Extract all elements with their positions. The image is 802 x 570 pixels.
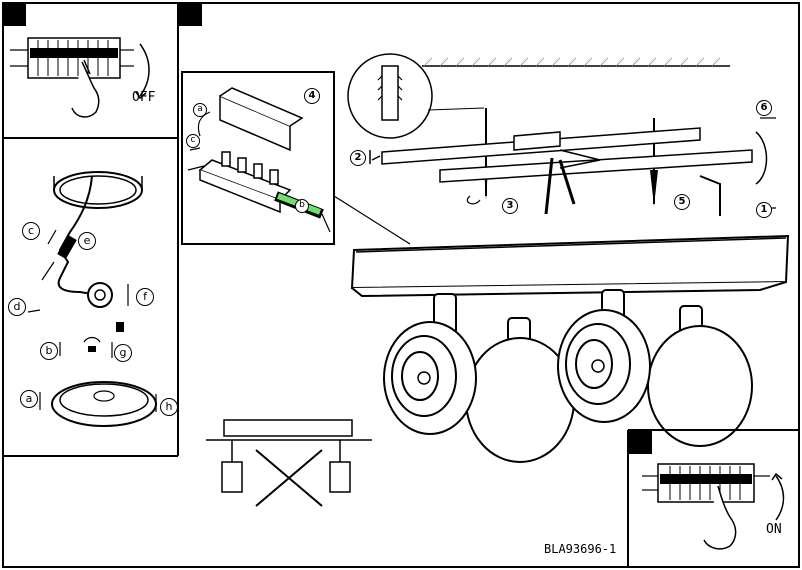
letter-f: f xyxy=(136,288,154,306)
mounting-warning-illustration xyxy=(206,419,372,507)
letter-g: g xyxy=(114,344,132,362)
off-label: OFF xyxy=(132,90,156,105)
letter-c: c xyxy=(22,222,40,240)
step-marker-3 xyxy=(628,430,652,454)
letter-b: b xyxy=(40,342,58,360)
letter-d: d xyxy=(8,298,26,316)
doc-code: BLA93696-1 xyxy=(544,542,617,556)
breaker-off-illustration xyxy=(2,2,179,139)
on-label: ON xyxy=(766,522,782,537)
terminal-letter-b: b xyxy=(295,199,309,213)
spotlight-fixture-illustration xyxy=(350,234,790,463)
step-number-1: 1 xyxy=(756,202,772,218)
step-number-5: 5 xyxy=(674,194,690,210)
step-number-6: 6 xyxy=(756,100,772,116)
letter-a: a xyxy=(20,390,38,408)
step-marker-2 xyxy=(178,2,202,26)
breaker-on-illustration xyxy=(627,429,800,568)
letter-e: e xyxy=(78,232,96,250)
mounting-bracket-illustration xyxy=(347,53,776,216)
canopy-wiring-illustration xyxy=(2,138,179,457)
step-number-3: 3 xyxy=(502,198,518,214)
letter-h: h xyxy=(160,398,178,416)
step-marker-1 xyxy=(2,2,26,26)
step-number-2: 2 xyxy=(350,150,366,166)
step-number-4: 4 xyxy=(304,88,320,104)
terminal-letter-a: a xyxy=(193,103,207,117)
terminal-letter-c: c xyxy=(186,134,200,148)
